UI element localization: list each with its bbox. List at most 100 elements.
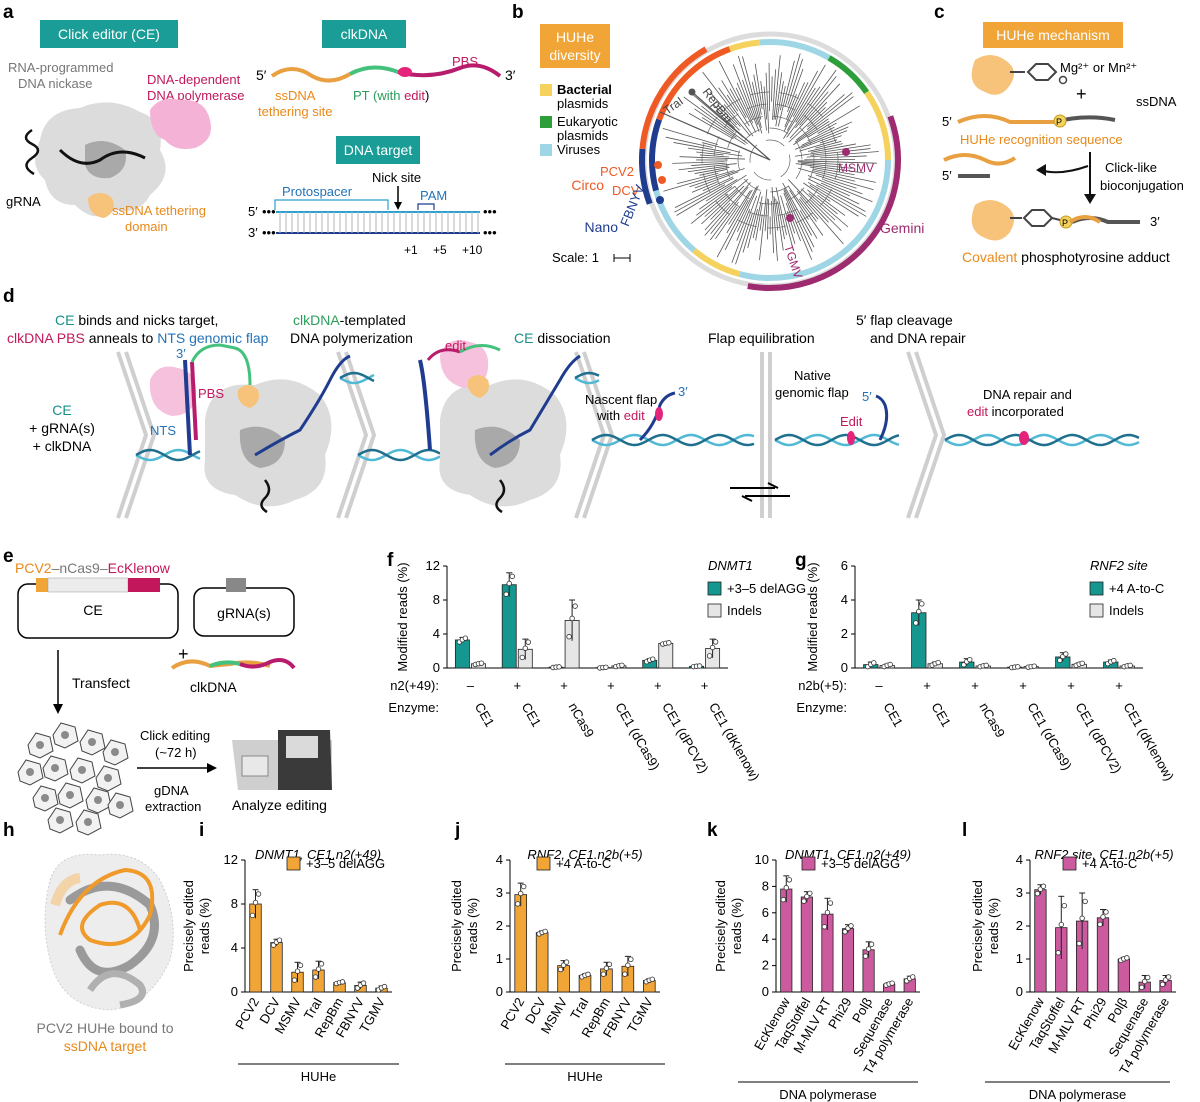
d-col1-line1: CE binds and nicks target, [55,312,218,328]
grna-plasmid-label: gRNA(s) [217,605,271,621]
tree-label-pcv2: PCV2 [600,164,634,179]
row1-value: + [1067,678,1075,693]
d-col1-anneals: anneals to [85,330,157,346]
category-label: CE1 [928,700,954,729]
clade-arc [649,118,662,192]
panel-d: d CE binds and nicks target, clkDNA PBS … [3,286,1140,519]
tree-branch [704,202,731,231]
tree-branch [809,185,859,217]
gdna-2: extraction [145,799,201,814]
panel-letter-j: j [454,820,460,841]
d2-tether-icon [467,375,489,398]
legend-swatch [1062,856,1077,871]
d1-nts-strand [183,359,192,456]
bar [658,642,674,669]
data-point [1079,660,1085,667]
cell-nucleus [88,738,96,746]
target-dots-2: ••• [262,225,276,240]
y-tick-label: 0 [762,984,769,999]
tree-branch [799,139,838,152]
data-point [1034,890,1041,897]
circo-outer-arc [639,46,708,150]
tree-branch [712,103,740,131]
data-point [649,976,655,982]
data-point [572,603,578,609]
data-point [1057,657,1063,664]
d1-nts-label: NTS [150,423,176,438]
tyrosine-ring-icon [1026,63,1058,81]
tral-branch [691,91,771,161]
tree-branch [783,87,816,139]
tree-branch [816,184,866,212]
tree-branch [817,194,846,216]
panel-letter-d: d [3,286,15,307]
clkdna-tether-segment [270,67,352,83]
huhe-mechanism-box [983,22,1123,48]
cell-nucleus [41,794,49,802]
tree-branch [799,198,817,222]
legend-swatch [707,581,722,596]
cell-nucleus [111,748,119,756]
grna-loop-icon [24,128,40,176]
tree-branch [796,190,844,245]
tree-branch [777,201,785,240]
row1-value: + [560,678,568,693]
bar [800,896,813,993]
tree-branch [771,200,774,254]
panel-letter-a: a [3,2,14,23]
tree-branch [786,94,797,119]
bar [535,932,549,993]
tree-branch [715,206,738,240]
row1-label: n2b(+5): [798,678,847,693]
tree-internal [725,115,815,205]
data-point [1145,974,1151,981]
y-tick-label: 2 [496,918,503,933]
legend-swatch-bacterial [540,84,552,96]
tree-branch [808,193,849,228]
d1-ce-core-icon [239,426,285,468]
tree-branch [683,96,748,144]
cell-nucleus [94,796,102,804]
tree-branch [723,104,751,137]
category-label: CE1 (dPCV2) [1072,700,1124,776]
tree-branch [694,171,739,189]
tree-branch [691,93,744,138]
analyze-label: Analyze editing [232,797,327,813]
y-tick-label: 12 [224,852,238,867]
tree-branch [751,81,762,120]
protospacer-label: Protospacer [282,184,353,199]
d3-nascent-1: Nascent flap [585,392,657,407]
tree-branch [807,105,861,138]
d1-pbs-strand [190,361,198,441]
d1-pbs-label: PBS [198,386,224,401]
data-point [522,645,528,651]
tree-branch [694,166,730,174]
y-tick-label: 10 [755,852,769,867]
y-axis-label-line1: Precisely edited [970,880,985,972]
bar [1034,889,1047,993]
tree-branch [674,177,734,208]
tree-branch [794,126,849,150]
data-point [519,654,525,661]
bar [514,894,528,993]
data-point [503,591,509,597]
data-point [821,924,828,930]
helix-2a [357,448,441,462]
nano-arc [639,148,653,205]
transfect-arrowhead [53,704,63,714]
data-point [1063,651,1069,657]
chart-title: RNF2 site [1090,558,1148,573]
data-point [865,946,872,952]
huhe-diversity-label-1: HUHe [556,29,594,45]
data-point [569,615,575,622]
ssdna-site-label-2: tethering site [258,104,332,119]
panel-letter-g: g [795,550,807,571]
recognition-strand [957,114,1055,124]
tyrosine-oh-icon [1058,75,1068,85]
target-dna-icon [276,211,480,234]
d-col2-templated: -templated [340,312,406,328]
row1-value: + [923,678,931,693]
tree-branch [823,179,863,195]
